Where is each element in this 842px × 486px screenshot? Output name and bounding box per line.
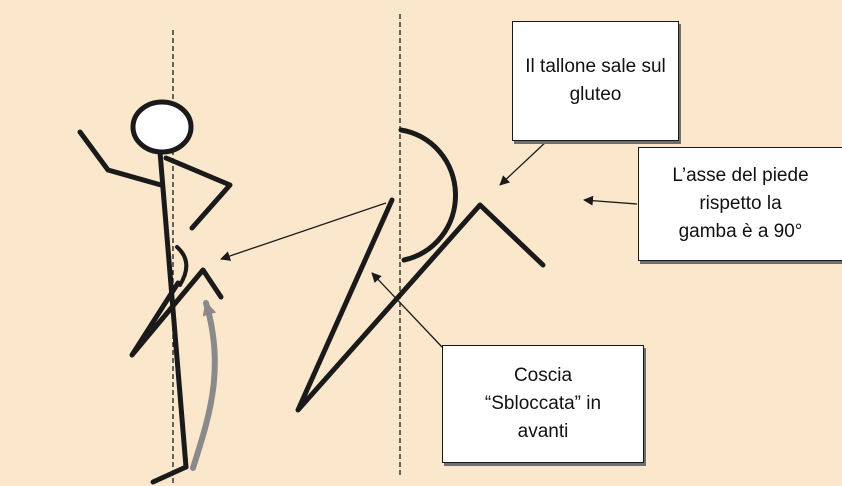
callout-foot-axis-text: L’asse del piede rispetto la gamba è a 9… — [672, 162, 808, 246]
pointer-arrows — [221, 140, 637, 347]
figure-head — [133, 102, 191, 152]
callout-thigh-text: Coscia “Sbloccata” in avanti — [485, 362, 601, 446]
callout-foot-axis: L’asse del piede rispetto la gamba è a 9… — [638, 147, 842, 261]
figure-support-foot — [153, 467, 186, 482]
callout-thigh-unlocked: Coscia “Sbloccata” in avanti — [442, 345, 644, 463]
figure-knee-arc — [177, 247, 186, 285]
callout-heel-to-glute: Il tallone sale sul gluteo — [512, 21, 679, 141]
figure-arm-right — [166, 158, 230, 228]
arrow-to-knee — [221, 203, 386, 259]
callout-heel-text: Il tallone sale sul gluteo — [525, 53, 665, 109]
grey-motion-arrow — [193, 303, 215, 468]
arrow-heel-callout — [500, 140, 548, 185]
arrow-foot-callout — [584, 200, 637, 204]
